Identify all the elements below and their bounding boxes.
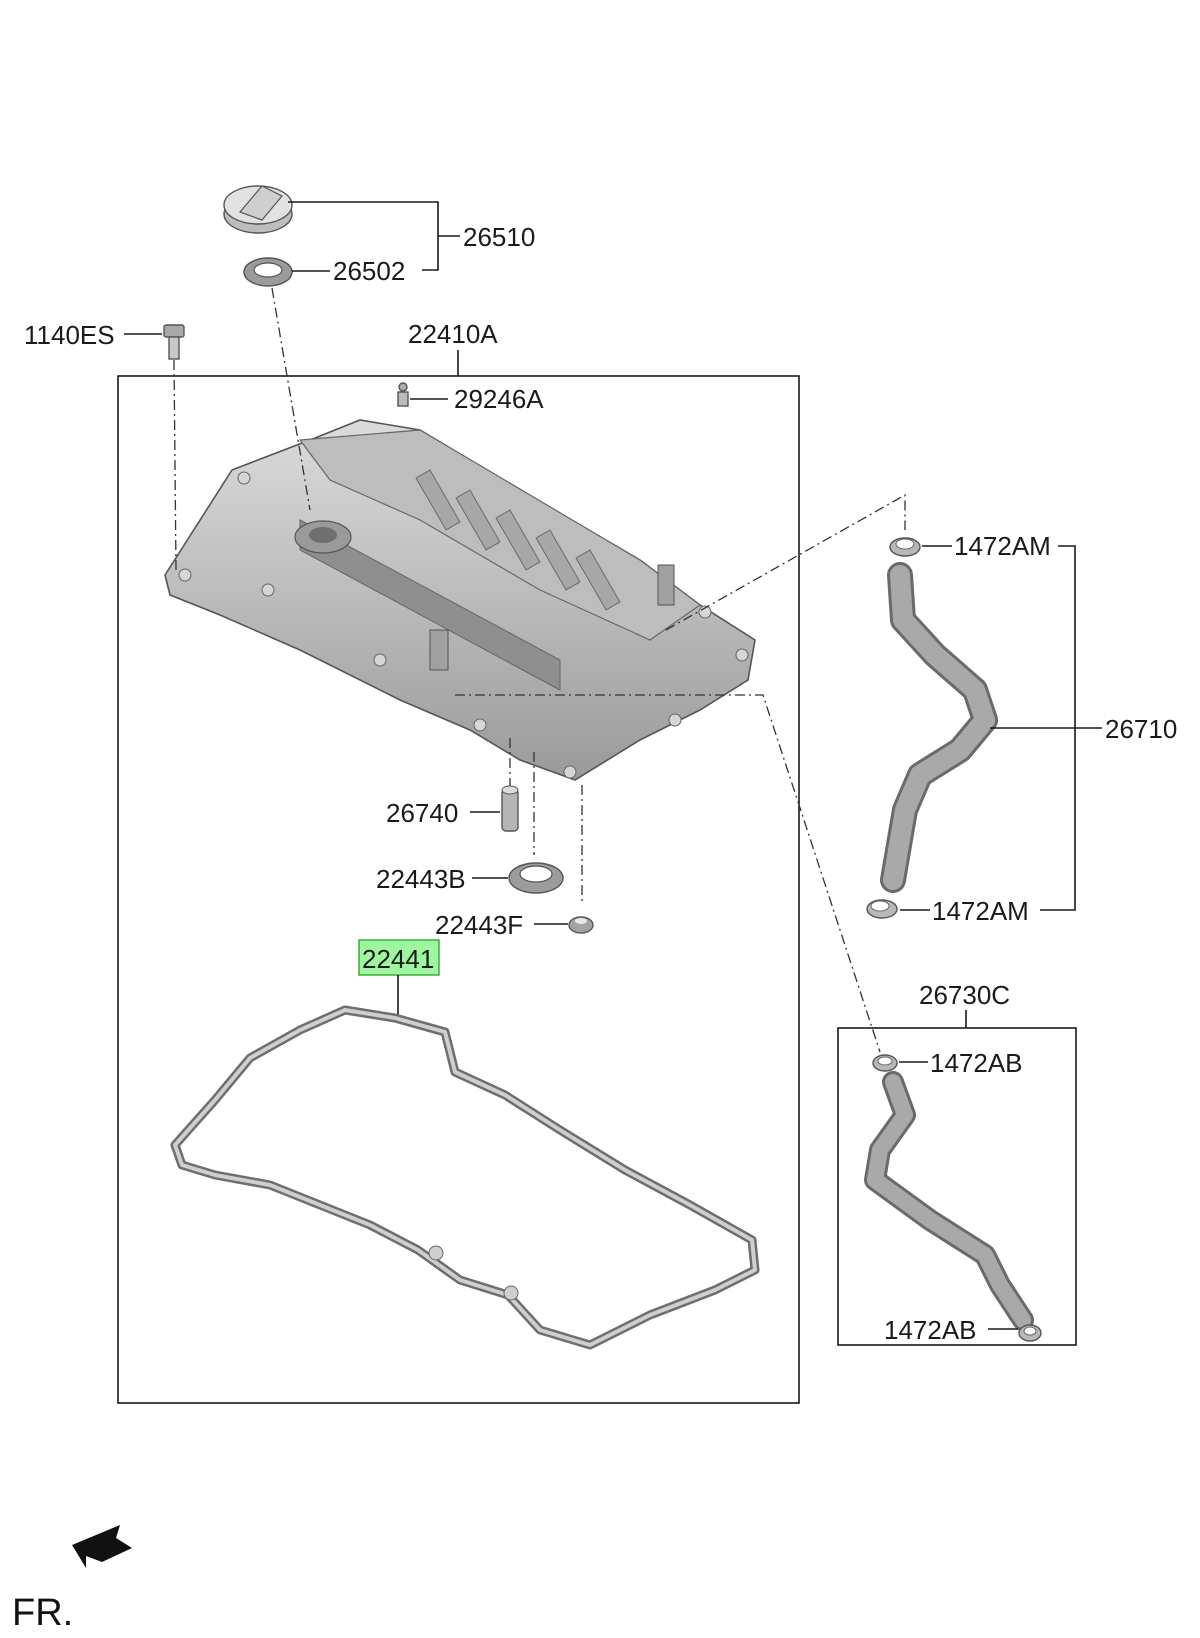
label-1472AM-bottom[interactable]: 1472AM <box>932 896 1029 926</box>
small-seal-icon[interactable] <box>568 916 594 934</box>
pcv-valve-icon[interactable] <box>501 785 519 832</box>
label-1472AB-top[interactable]: 1472AB <box>930 1048 1023 1078</box>
dashed-leaders <box>173 287 906 1053</box>
label-22443B[interactable]: 22443B <box>376 864 466 894</box>
highlight-box-22441 <box>358 939 440 976</box>
clamp-top-icon[interactable] <box>889 537 921 557</box>
label-22441[interactable]: 22441 <box>362 944 434 974</box>
stud-bolt-icon[interactable] <box>397 382 409 407</box>
label-26510[interactable]: 26510 <box>463 222 535 252</box>
front-direction-arrow-icon <box>72 1525 132 1568</box>
label-29246A[interactable]: 29246A <box>454 384 544 414</box>
label-26502[interactable]: 26502 <box>333 256 405 286</box>
clamp-bottom-icon[interactable] <box>866 899 898 919</box>
leader-26510 <box>288 201 460 271</box>
label-26730C[interactable]: 26730C <box>919 980 1010 1010</box>
clamp-1472AB-bottom-icon[interactable] <box>1018 1324 1042 1342</box>
cylinder-head-cover-icon[interactable] <box>164 419 756 781</box>
bolt-icon[interactable] <box>163 324 185 360</box>
leader-26710 <box>990 545 1102 911</box>
assembly-box-26730C <box>837 1027 1077 1346</box>
grommet-seal-icon[interactable] <box>508 862 564 894</box>
cap-seal-icon[interactable] <box>243 257 293 287</box>
label-22443F[interactable]: 22443F <box>435 910 523 940</box>
label-26740[interactable]: 26740 <box>386 798 458 828</box>
vent-hose-icon[interactable] <box>864 1071 1034 1331</box>
label-1140ES[interactable]: 1140ES <box>24 320 115 350</box>
label-26710[interactable]: 26710 <box>1105 714 1177 744</box>
front-label: FR. <box>12 1592 73 1634</box>
label-1472AB-bottom[interactable]: 1472AB <box>884 1315 977 1345</box>
label-22410A[interactable]: 22410A <box>408 319 498 349</box>
breather-hose-icon[interactable] <box>880 562 998 893</box>
oil-filler-cap-icon[interactable] <box>223 185 293 234</box>
clamp-1472AB-top-icon[interactable] <box>872 1054 898 1072</box>
label-1472AM-top[interactable]: 1472AM <box>954 531 1051 561</box>
cover-gasket-icon[interactable] <box>170 1005 760 1350</box>
